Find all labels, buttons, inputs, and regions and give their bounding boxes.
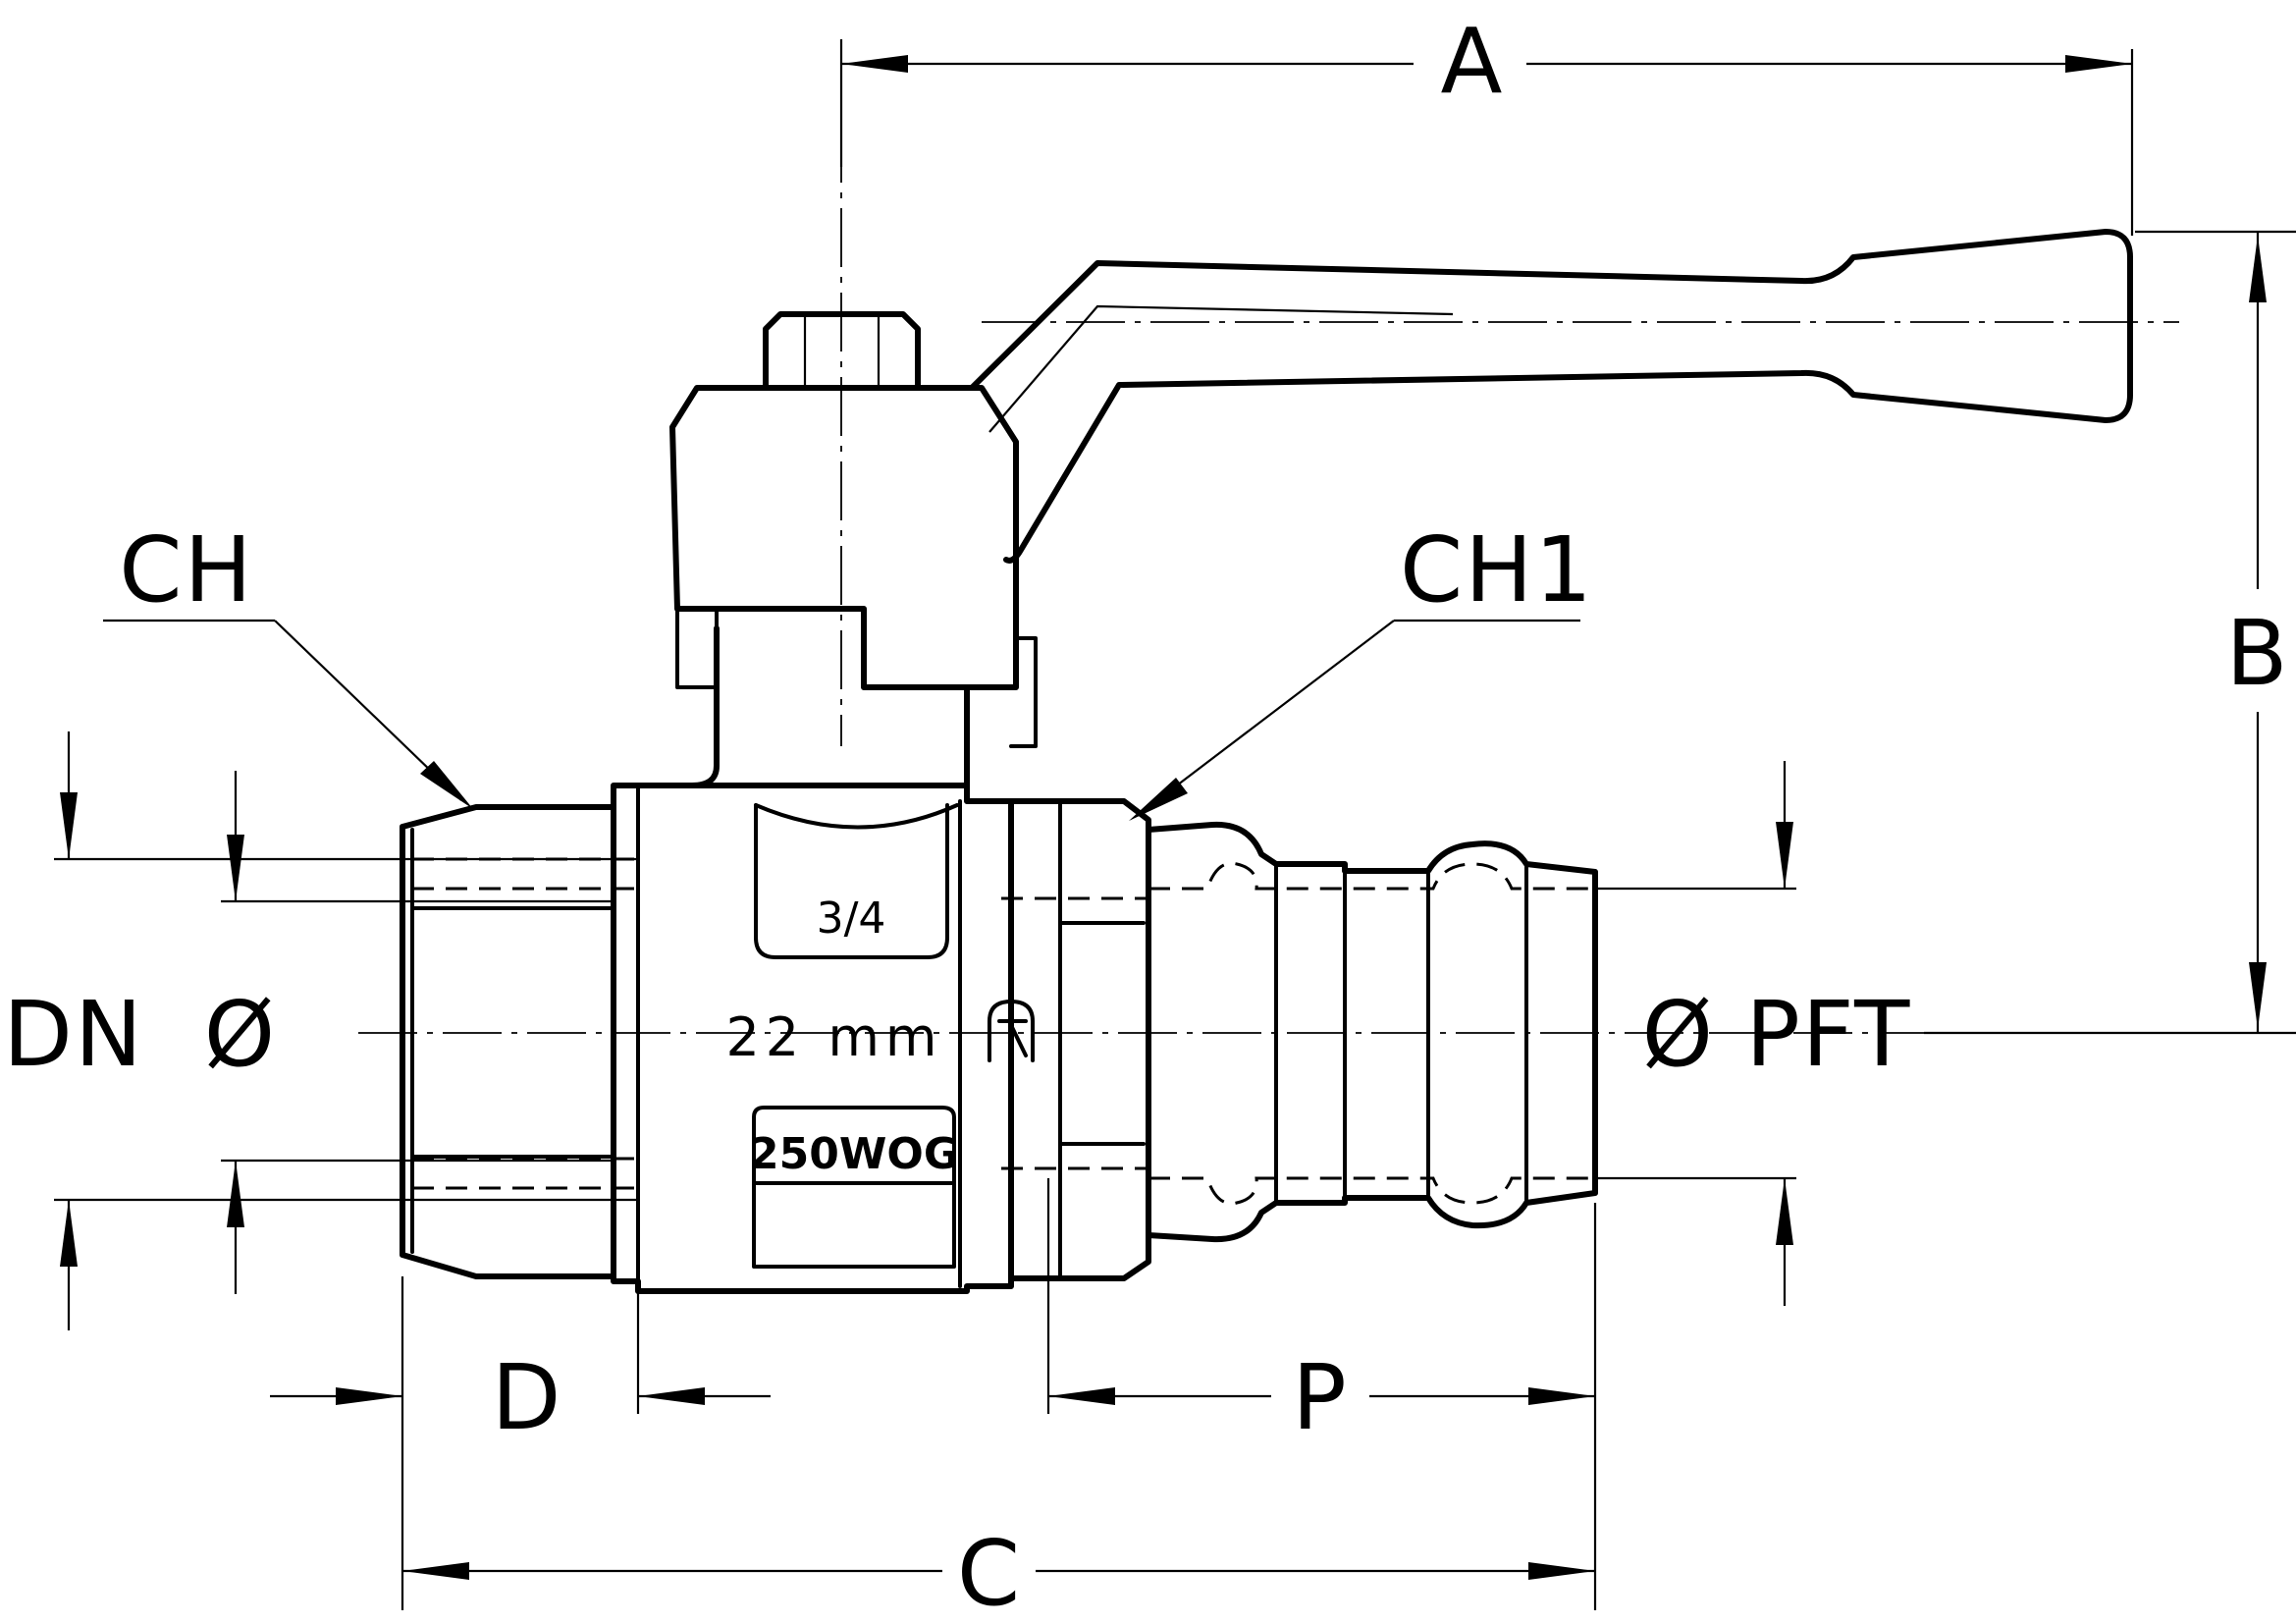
right-hex-outline [1008, 798, 1151, 1281]
dim-d-arrow-left [336, 1387, 402, 1405]
label-p: P [1292, 1345, 1348, 1450]
ch-leader-arrow [420, 761, 473, 809]
label-ch: CH [119, 517, 253, 623]
rating-marking: 250WOG [749, 1129, 959, 1179]
dim-c-arrow-left [402, 1562, 469, 1580]
dim-dia-arrow-bottom [227, 1161, 244, 1227]
rating-plate-outline [752, 1106, 956, 1269]
body-top-saddle [754, 803, 959, 830]
lever-handle [969, 229, 2133, 564]
label-dia-left: Ø [204, 982, 277, 1087]
ch1-leader-line [1140, 620, 1395, 814]
dim-p-arrow-right [1528, 1387, 1595, 1405]
dim-b-arrow-bottom [2249, 962, 2267, 1029]
dim-a-arrow-right [2065, 55, 2132, 73]
right-hex-end [1001, 798, 1151, 1281]
dimension-labels: A B C D P CH CH1 DN Ø Ø PFT [3, 9, 2289, 1624]
left-hex-outline [400, 804, 616, 1279]
label-a: A [1441, 9, 1505, 114]
size-plate-outline [754, 803, 949, 959]
dim-p-arrow-left [1048, 1387, 1115, 1405]
socket-inner-dash-top [1148, 861, 1595, 891]
label-d: D [492, 1345, 563, 1450]
handle-head-outline [669, 385, 1019, 690]
dim-pft-arrow-bottom [1776, 1178, 1793, 1245]
label-dia-pft: Ø PFT [1642, 982, 1912, 1087]
stem-neck-outline [650, 625, 970, 788]
dim-dn-arrow-bottom [60, 1200, 78, 1267]
label-c: C [957, 1521, 1022, 1624]
lever-inner-edge [988, 304, 1454, 433]
socket-outline [1146, 821, 1598, 1243]
dim-c-arrow-right [1528, 1562, 1595, 1580]
diameter-marking: 22 mm [725, 1006, 942, 1068]
center-lines [358, 39, 2179, 1034]
size-marking: 3/4 [817, 893, 886, 944]
stem-neck [650, 625, 970, 788]
label-b: B [2225, 601, 2289, 706]
dim-dn-arrow-top [60, 792, 78, 859]
dim-pft-arrow-top [1776, 822, 1793, 889]
handle-stop-tab [1009, 636, 1038, 748]
manufacturer-logo [988, 1000, 1035, 1062]
ch1-leader-arrow [1129, 778, 1188, 821]
dimension-lines [54, 39, 2296, 1610]
socket-inner-dash-bottom [1148, 1176, 1595, 1206]
dim-d-arrow-right [638, 1387, 705, 1405]
lever-outline [969, 229, 2133, 564]
dim-b-arrow-top [2249, 236, 2267, 302]
handle-head [669, 385, 1038, 748]
left-hex-end [400, 804, 640, 1279]
dim-dia-arrow-top [227, 835, 244, 901]
press-fit-socket [1146, 821, 1598, 1243]
label-dn: DN [3, 982, 144, 1087]
dim-a-arrow-left [841, 55, 908, 73]
label-ch1: CH1 [1400, 517, 1594, 623]
handle-head-lower-block [675, 607, 719, 689]
